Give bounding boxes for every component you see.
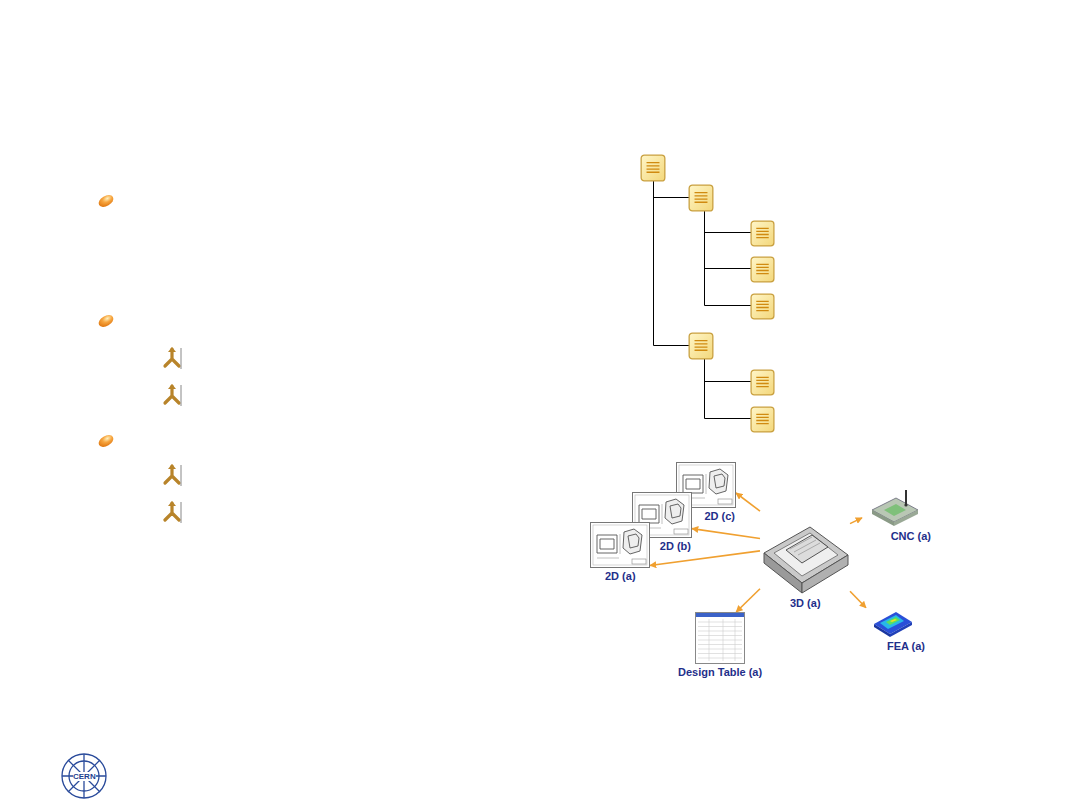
node-label: 3D (a) [789, 597, 822, 610]
node-label: FEA (a) [886, 640, 926, 653]
tree-lines [654, 180, 752, 419]
output-arrow [850, 591, 866, 608]
cern-logo [62, 754, 106, 798]
cnc-output-picture [866, 488, 922, 528]
output-arrow [692, 529, 760, 539]
fea-result-picture [870, 604, 916, 638]
cnc-output: CNC (a) [862, 488, 932, 546]
model-3d-picture [760, 505, 850, 595]
branch-bullets [165, 347, 181, 523]
bullet-dots [97, 193, 116, 450]
node-label: 2D (b) [659, 540, 692, 553]
design-table-picture [695, 612, 745, 664]
output-arrow [850, 518, 862, 524]
drawing-sheet: 2D (a) [590, 522, 650, 585]
output-arrow [736, 589, 760, 612]
node-label: 2D (c) [703, 510, 736, 523]
output-arrow [650, 551, 760, 566]
model-3d: 3D (a) [760, 505, 850, 612]
design-table: Design Table (a) [672, 612, 768, 684]
logo-text: CERN [73, 772, 96, 781]
output-arrow [736, 493, 760, 511]
fea-result: FEA (a) [866, 604, 926, 655]
node-label: 2D (a) [604, 570, 637, 583]
drawing-sheet-picture [590, 522, 650, 568]
document-icons [641, 155, 774, 432]
node-label: CNC (a) [890, 530, 932, 543]
node-label: Design Table (a) [677, 666, 763, 679]
